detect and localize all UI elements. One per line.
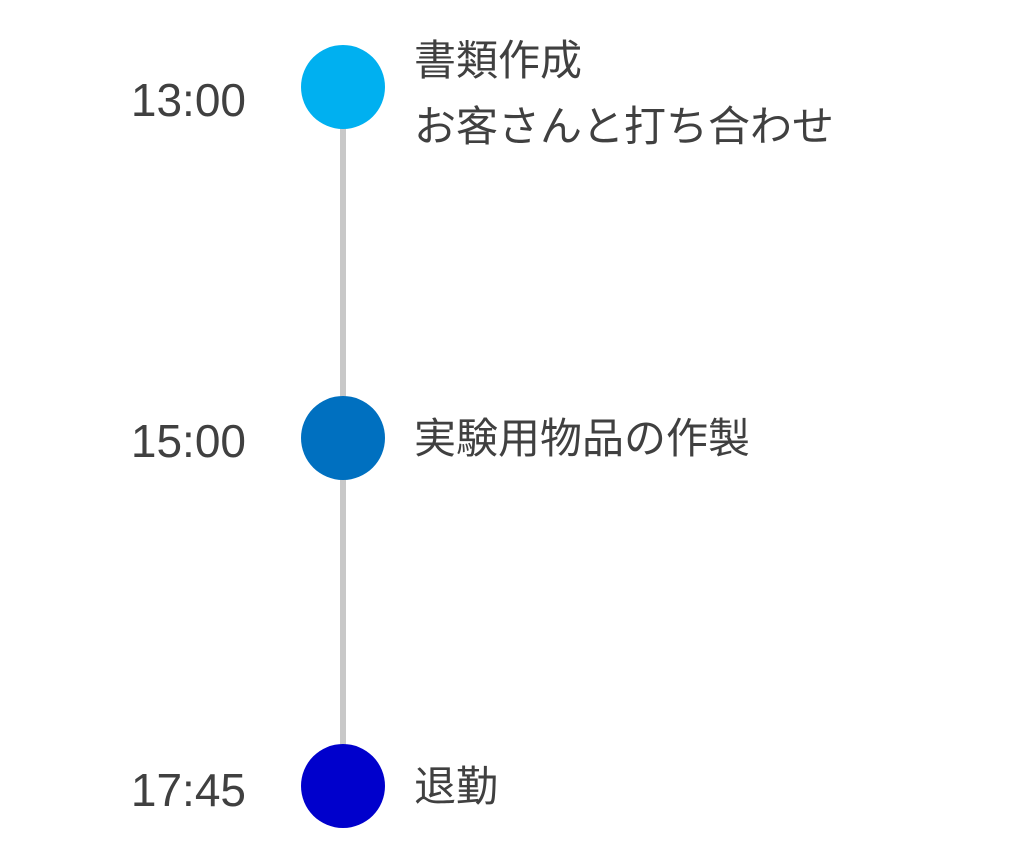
- event-label: 退勤: [414, 754, 498, 820]
- event-marker-2: [301, 396, 385, 480]
- event-label-line: お客さんと打ち合わせ: [414, 102, 835, 151]
- event-marker-1: [301, 45, 385, 129]
- event-time: 17:45: [130, 764, 246, 816]
- event-label: 書類作成 お客さんと打ち合わせ: [414, 28, 834, 160]
- event-time: 13:00: [130, 74, 246, 126]
- event-label-line: 退勤: [414, 762, 499, 811]
- event-label-line: 書類作成: [414, 36, 583, 85]
- event-label: 実験用物品の作製: [414, 406, 750, 472]
- event-label-line: 実験用物品の作製: [414, 414, 751, 463]
- event-time: 15:00: [130, 415, 246, 467]
- event-marker-3: [301, 744, 385, 828]
